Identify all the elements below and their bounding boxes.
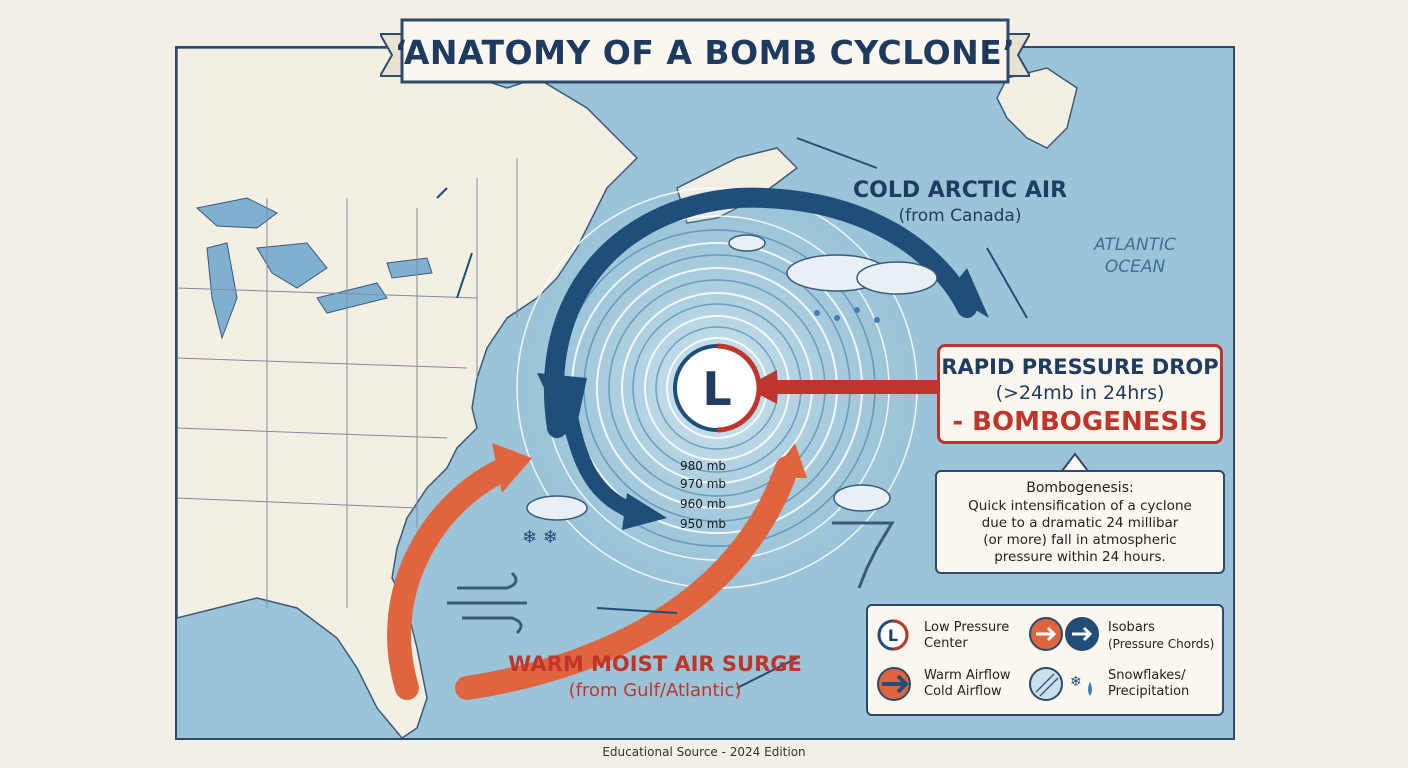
definition-pointer xyxy=(1060,452,1090,472)
definition-line: (or more) fall in atmospheric xyxy=(983,532,1177,548)
isobar-label-950: 950 mb xyxy=(679,517,727,531)
low-pressure-ring-red xyxy=(716,343,762,433)
inflow-arrow xyxy=(559,390,645,521)
footer-source: Educational Source - 2024 Edition xyxy=(602,745,806,759)
legend-low-pressure-line2: Center xyxy=(924,636,968,651)
legend-isobars-line1: Isobars xyxy=(1108,620,1155,635)
isobar-label-960: 960 mb xyxy=(679,497,727,511)
map-svg: ❄ ❄ L xyxy=(177,48,1233,738)
legend-airflow-line2: Cold Airflow xyxy=(924,684,1002,699)
definition-line: due to a dramatic 24 millibar xyxy=(981,515,1179,531)
raindrop-icons xyxy=(814,307,880,323)
banner-ribbon xyxy=(380,18,1030,84)
isobar-label-980: 980 mb xyxy=(679,459,727,473)
cloud-icons xyxy=(526,234,938,521)
legend: L Low Pressure Center Isobars (Pressure … xyxy=(866,604,1224,716)
ocean-label: ATLANTIC OCEAN xyxy=(1060,234,1210,278)
storm-funnel-icon xyxy=(832,521,895,589)
inflow-arrowhead xyxy=(622,493,667,530)
state-borders xyxy=(177,158,518,608)
pressure-drop-line1: RAPID PRESSURE DROP xyxy=(941,355,1219,379)
legend-airflow-label: Warm Airflow Cold Airflow xyxy=(924,668,1011,700)
definition-box: Bombogenesis: Quick intensification of a… xyxy=(935,470,1225,574)
legend-snow-label: Snowflakes/ Precipitation xyxy=(1108,668,1189,700)
warm-air-arrowhead-left xyxy=(492,443,532,493)
pressure-drop-line3: - BOMBOGENESIS xyxy=(952,407,1208,437)
page-title: ‘ANATOMY OF A BOMB CYCLONE’ xyxy=(394,33,1016,72)
legend-low-pressure-label: Low Pressure Center xyxy=(924,620,1009,652)
cold-air-title: COLD ARCTIC AIR xyxy=(852,178,1068,203)
cold-air-subtitle: (from Canada) xyxy=(898,206,1022,226)
ocean-label-line1: ATLANTIC xyxy=(1094,235,1176,255)
legend-isobars-label: Isobars (Pressure Chords) xyxy=(1108,620,1214,652)
definition-term: Bombogenesis: xyxy=(1026,480,1134,496)
legend-airflow-icon xyxy=(877,667,911,701)
isobar-label-970: 970 mb xyxy=(679,477,727,491)
flow-arrows xyxy=(436,137,1028,689)
ocean-label-line2: OCEAN xyxy=(1104,257,1166,277)
snowflake-icon: ❄ ❄ xyxy=(522,527,558,548)
wind-icon xyxy=(447,571,527,635)
warm-air-arrow-right xyxy=(455,456,799,700)
warm-air-arrowhead-right xyxy=(769,443,807,478)
legend-snow-line1: Snowflakes/ xyxy=(1108,668,1186,683)
legend-low-pressure-icon: L xyxy=(877,619,909,651)
legend-airflow-line1: Warm Airflow xyxy=(924,668,1011,683)
newfoundland xyxy=(996,67,1078,149)
legend-isobars-line2: (Pressure Chords) xyxy=(1108,637,1215,651)
legend-snow-icon: ❄ xyxy=(1029,667,1092,701)
definition-body: Quick intensification of a cyclone due t… xyxy=(945,498,1215,566)
cold-air-arrow xyxy=(543,187,977,438)
warm-air-title: WARM MOIST AIR SURGE xyxy=(508,652,802,676)
svg-text:L: L xyxy=(888,626,898,645)
pressure-drop-line2: (>24mb in 24hrs) xyxy=(995,382,1165,404)
pressure-drop-box: RAPID PRESSURE DROP (>24mb in 24hrs) - B… xyxy=(937,344,1223,444)
warm-air-arrow-left xyxy=(387,456,519,700)
legend-low-pressure-line1: Low Pressure xyxy=(924,620,1010,635)
warm-air-subtitle: (from Gulf/Atlantic) xyxy=(568,680,742,701)
low-pressure-symbol: L xyxy=(702,362,731,416)
svg-text:❄: ❄ xyxy=(1070,674,1082,690)
pressure-drop-arrow xyxy=(772,380,942,394)
north-america-land xyxy=(177,48,639,738)
legend-isobars-icon xyxy=(1029,617,1099,651)
definition-line: Quick intensification of a cyclone xyxy=(968,498,1192,514)
definition-line: pressure within 24 hours. xyxy=(994,549,1166,565)
title-banner: ‘ANATOMY OF A BOMB CYCLONE’ xyxy=(380,16,1030,90)
legend-snow-line2: Precipitation xyxy=(1108,684,1190,699)
cold-air-arrowhead xyxy=(947,268,989,318)
